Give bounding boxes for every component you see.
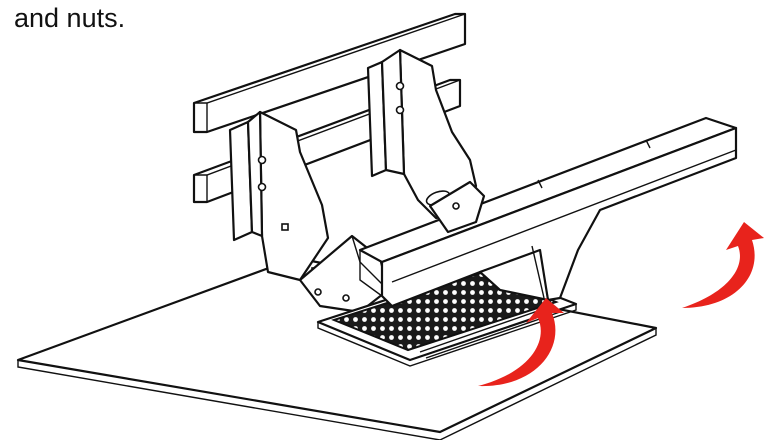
instruction-caption: and nuts. (14, 3, 126, 33)
lift-arrow-right (682, 222, 764, 308)
curved-up-arrow-icon (478, 298, 564, 387)
right-support-arm (428, 180, 486, 234)
lift-arrow-left (478, 298, 564, 387)
curved-up-arrow-icon (682, 222, 764, 308)
left-mounting-bracket (228, 110, 330, 282)
right-mounting-bracket (366, 48, 478, 220)
floor-plate-edge (17, 328, 657, 440)
